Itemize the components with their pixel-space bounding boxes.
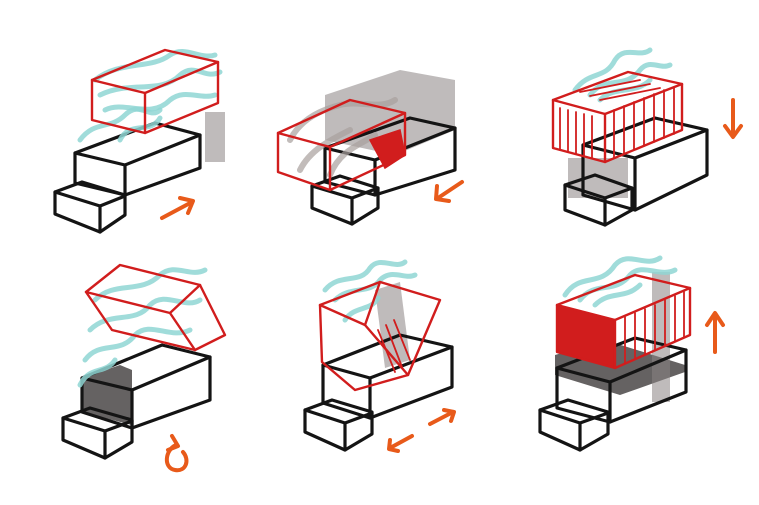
panel-slide-right xyxy=(53,48,225,234)
base-box xyxy=(581,116,709,212)
drawer-box xyxy=(310,174,380,226)
arrow-up xyxy=(705,311,725,354)
arrow-diagonal-up-right xyxy=(160,196,195,220)
red-slats xyxy=(624,291,685,364)
red-slats xyxy=(377,319,411,373)
red-slats xyxy=(559,79,675,159)
arrow-down xyxy=(723,98,743,139)
red-module xyxy=(84,263,227,352)
red-module xyxy=(555,273,692,370)
vegetation xyxy=(572,47,673,103)
shadow-strip xyxy=(375,282,410,368)
arrow-rotate xyxy=(164,434,189,473)
red-module xyxy=(276,98,407,192)
red-module xyxy=(90,48,220,135)
panel-rotate xyxy=(61,263,227,473)
drawer-box xyxy=(53,180,127,234)
drawer-box xyxy=(61,406,134,460)
red-module xyxy=(318,280,442,392)
vegetation xyxy=(77,48,223,143)
shadow-block xyxy=(568,158,628,198)
panel-lower xyxy=(551,47,743,227)
red-module xyxy=(551,70,684,164)
panel-tilt xyxy=(303,259,456,453)
red-face xyxy=(368,129,406,170)
panel-slide-left xyxy=(276,70,464,226)
drawer-box xyxy=(538,398,610,452)
drawer-box xyxy=(563,173,634,227)
arrow-diagonal-down-left xyxy=(434,180,464,203)
shadow-block xyxy=(205,112,225,162)
arrow-back-and-forth xyxy=(387,408,456,453)
drawer-box xyxy=(303,398,374,452)
panel-raise xyxy=(538,255,725,452)
